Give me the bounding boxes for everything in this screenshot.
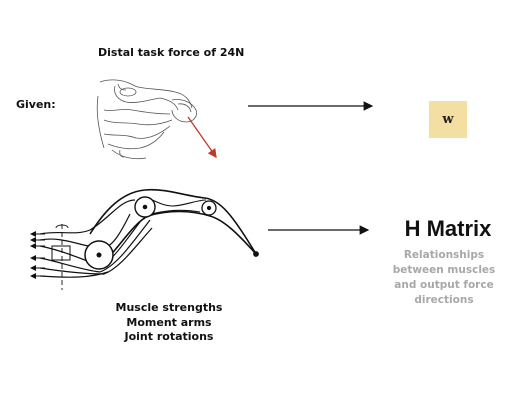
task-force-label: Distal task force of 24N xyxy=(98,46,245,59)
h-matrix-description: Relationships between muscles and output… xyxy=(392,249,496,306)
h-matrix-title: H Matrix xyxy=(404,216,492,241)
given-label: Given: xyxy=(16,98,56,111)
hand-sketch-icon xyxy=(96,79,197,160)
label-muscle-strengths: Muscle strengths xyxy=(115,301,223,314)
muscle-arrows xyxy=(30,231,45,279)
model-labels: Muscle strengths Moment arms Joint rotat… xyxy=(110,301,228,345)
force-arrow xyxy=(187,116,217,159)
finger-model-icon xyxy=(39,188,259,290)
w-box: w xyxy=(429,101,467,138)
w-symbol: w xyxy=(442,112,454,127)
label-joint-rotations: Joint rotations xyxy=(124,330,214,343)
label-moment-arms: Moment arms xyxy=(126,315,212,329)
